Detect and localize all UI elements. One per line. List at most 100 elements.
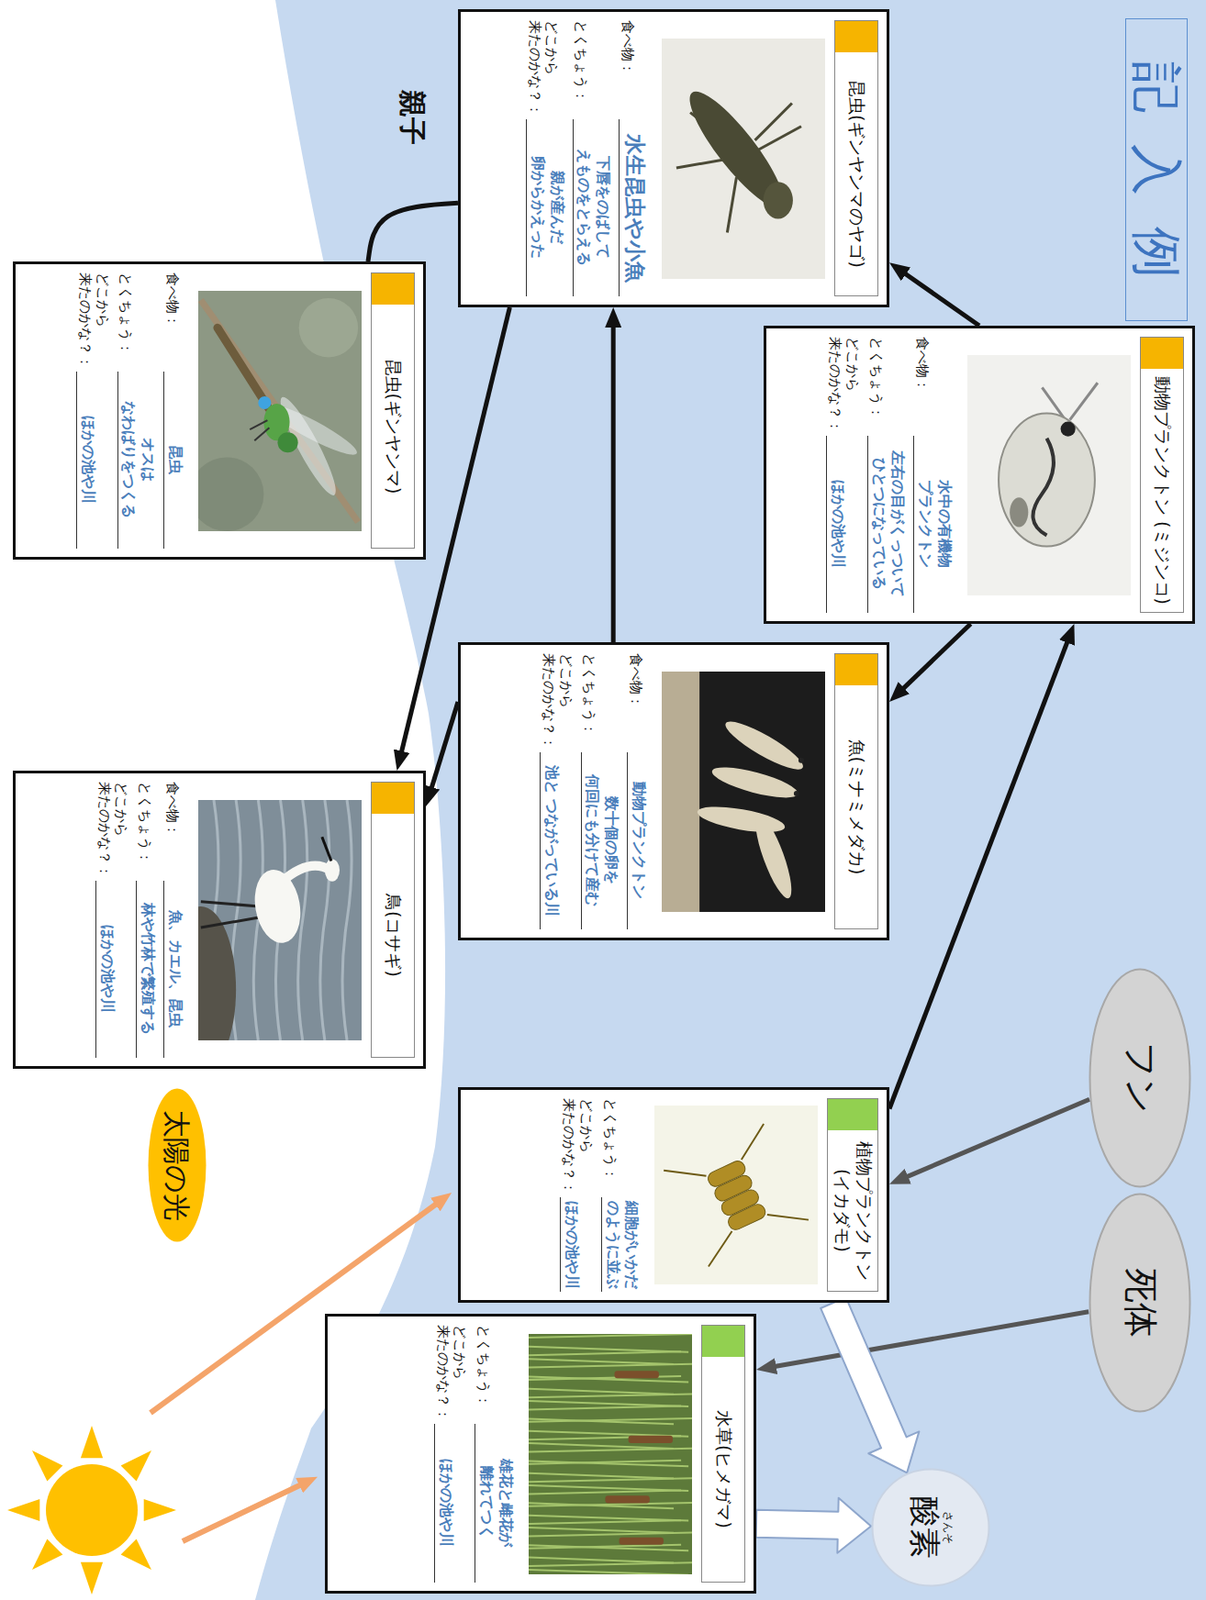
field-row: どこから 来たのかな？：ほかの池や川 bbox=[76, 272, 112, 549]
answer-line: 細胞がいかだ のように並ぶ bbox=[601, 1197, 642, 1293]
field-row: どこから 来たのかな？：親が産んだ 卵からかえった bbox=[525, 20, 567, 297]
field-row: とくちょう：林や竹林で繁殖する bbox=[135, 781, 157, 1059]
photo-part bbox=[528, 1520, 682, 1525]
field-label: とくちょう： bbox=[117, 272, 135, 372]
photo-part bbox=[528, 1448, 693, 1452]
organism-card: 動物プランクトン (ミジンコ)食べ物：水中の有機物 プランクトンとくちょう：左右… bbox=[763, 325, 1195, 625]
answer-line: 池と つながっている川 bbox=[539, 752, 561, 930]
answer-line: ほかの池や川 bbox=[434, 1424, 456, 1584]
photo-part bbox=[198, 457, 264, 532]
photo bbox=[661, 671, 826, 913]
answer-line: 水生昆虫や小魚 bbox=[618, 119, 648, 297]
photo-part bbox=[528, 1569, 689, 1575]
photo-part bbox=[793, 790, 800, 796]
organism-card: 魚(ミナミメダカ)食べ物：動物プランクトンとくちょう：数十個の卵を 何回にも分け… bbox=[457, 642, 890, 941]
block-arrow bbox=[820, 1297, 919, 1474]
header-color bbox=[371, 273, 414, 305]
photo-part bbox=[676, 158, 729, 168]
field-value: 水中の有機物 プランクトン bbox=[915, 447, 954, 601]
photo-part bbox=[282, 865, 331, 882]
photo bbox=[655, 1105, 819, 1285]
answer-line: 水中の有機物 プランクトン bbox=[913, 435, 954, 614]
photo-part bbox=[254, 427, 269, 441]
photo-part bbox=[322, 837, 332, 861]
photo-part bbox=[201, 901, 259, 906]
ellipse-node: 死体 bbox=[1088, 1193, 1192, 1414]
photo-part bbox=[528, 1490, 682, 1495]
answer-line: 親が産んだ 卵からかえった bbox=[525, 119, 567, 297]
field-row: とくちょう：細胞がいかだ のように並ぶ bbox=[601, 1098, 642, 1293]
ellipse-node: さんそ酸素 bbox=[871, 1468, 991, 1588]
card-header: 植物プランクトン (イカダモ) bbox=[827, 1098, 880, 1293]
field-label: 食べ物： bbox=[163, 272, 181, 372]
photo-part bbox=[763, 181, 793, 219]
photo-part bbox=[661, 671, 700, 913]
field-value: 昆虫 bbox=[165, 383, 185, 536]
field-row: どこから 来たのかな？：池と つながっている川 bbox=[539, 653, 575, 930]
photo-part bbox=[798, 757, 804, 763]
field-row: どこから 来たのかな？：ほかの池や川 bbox=[95, 781, 131, 1059]
photo-part bbox=[661, 671, 826, 913]
card-title: 植物プランクトン (イカダモ) bbox=[828, 1130, 879, 1292]
photo-part bbox=[528, 1473, 674, 1479]
field-value: 親が産んだ 卵からかえった bbox=[527, 131, 567, 284]
field-label: 食べ物： bbox=[913, 336, 931, 436]
field-row: 食べ物： 水中の有機物 プランクトン bbox=[913, 336, 954, 614]
header-color bbox=[835, 21, 878, 53]
photo-part bbox=[1070, 382, 1098, 420]
card-header: 昆虫(ギンヤンマのヤゴ) bbox=[834, 20, 879, 297]
photo-part bbox=[201, 300, 358, 523]
field-row: どこから 来たのかな？： ほかの池や川 bbox=[826, 336, 861, 614]
photo-part bbox=[299, 298, 358, 358]
photo-part bbox=[528, 1359, 674, 1365]
photo bbox=[198, 800, 362, 1041]
photo bbox=[528, 1334, 693, 1575]
photo-part bbox=[998, 413, 1095, 547]
photo-part bbox=[217, 327, 269, 410]
header-color bbox=[1140, 337, 1184, 369]
edge-label: 親子 bbox=[398, 89, 429, 146]
sunlight-arrow bbox=[182, 1481, 310, 1542]
block-arrow bbox=[756, 1498, 871, 1554]
title: 記入例 bbox=[1125, 18, 1188, 322]
answer-line: ほかの池や川 bbox=[76, 371, 98, 549]
photo-part bbox=[1009, 497, 1028, 527]
field-label: どこから 来たのかな？： bbox=[559, 1098, 595, 1198]
answer-line: 雄花と雌花が 離れてつく bbox=[474, 1424, 515, 1584]
answer-line: オスは なわばりをつくる bbox=[117, 371, 158, 549]
photo-part bbox=[748, 811, 799, 902]
furigana: さんそ bbox=[941, 1511, 954, 1545]
answer-line: 左右の目がくっついて ひとつになっている bbox=[867, 435, 908, 614]
field-value: 動物プランクトン bbox=[628, 764, 648, 917]
card-title: 水草(ヒメガマ) bbox=[702, 1357, 745, 1583]
field-label: どこから 来たのかな？： bbox=[539, 653, 575, 753]
photo-part bbox=[661, 38, 826, 280]
organism-card: 水草(ヒメガマ)とくちょう：雄花と雌花が 離れてつくどこから 来たのかな？：ほか… bbox=[324, 1314, 757, 1595]
field-row: とくちょう：下唇をのばして えものをとらえる bbox=[572, 20, 614, 297]
photo-part bbox=[604, 1496, 649, 1504]
field-value: ほかの池や川 bbox=[97, 893, 117, 1046]
field-row: とくちょう：雄花と雌花が 離れてつく bbox=[474, 1325, 515, 1584]
answer-line: ほかの池や川 bbox=[95, 881, 117, 1059]
photo bbox=[198, 290, 362, 532]
photo-part bbox=[528, 1557, 674, 1564]
field-value: ほかの池や川 bbox=[827, 447, 848, 601]
field-label: どこから 来たのかな？： bbox=[826, 336, 861, 436]
photo-part bbox=[528, 1461, 689, 1467]
ellipse-node: 太陽の光 bbox=[146, 1087, 208, 1244]
answer-line: ほかの池や川 bbox=[826, 435, 848, 614]
field-row: 食べ物：動物プランクトン bbox=[626, 653, 648, 930]
field-value: オスは なわばりをつくる bbox=[119, 383, 158, 536]
node-label: 太陽の光 bbox=[162, 1110, 193, 1222]
photo-part bbox=[528, 1442, 674, 1449]
photo-part bbox=[528, 1388, 674, 1395]
ellipse-outline bbox=[872, 1470, 990, 1587]
field-label: とくちょう： bbox=[601, 1098, 619, 1198]
field-label: とくちょう： bbox=[580, 653, 599, 753]
ellipse-outline bbox=[148, 1089, 207, 1243]
field-value: ほかの池や川 bbox=[78, 383, 98, 536]
photo-part bbox=[528, 1376, 689, 1383]
card-title: 鳥(コサギ) bbox=[371, 814, 414, 1058]
answer-line: 林や竹林で繁殖する bbox=[135, 881, 157, 1059]
field-value: 林や竹林で繁殖する bbox=[137, 893, 157, 1046]
